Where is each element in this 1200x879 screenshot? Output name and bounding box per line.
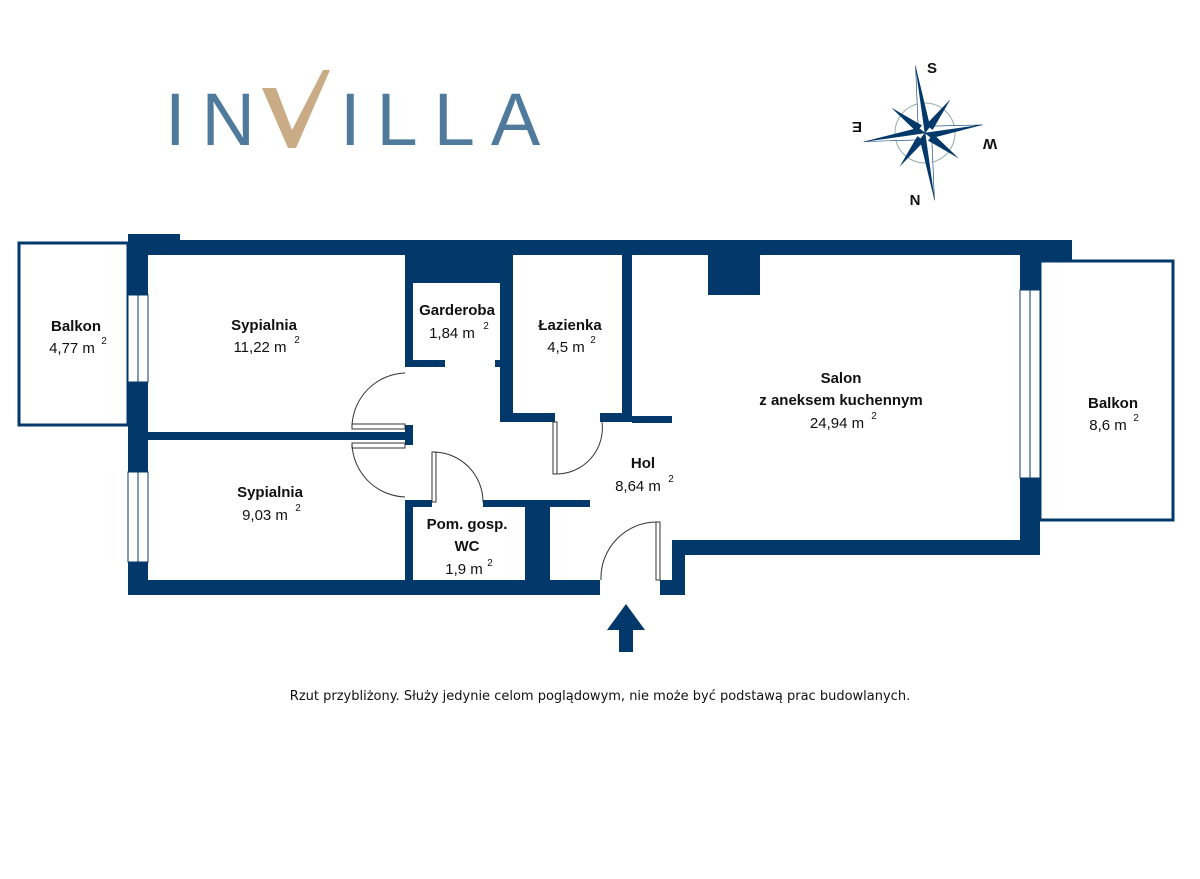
svg-text:Balkon: Balkon: [51, 318, 101, 335]
room-balkon-left: Balkon 4,77 m 2: [49, 318, 107, 357]
svg-text:1,9 m: 1,9 m: [445, 561, 483, 578]
room-garderoba: Garderoba 1,84 m 2: [419, 302, 496, 342]
svg-text:WC: WC: [455, 538, 480, 555]
svg-text:Pom. gosp.: Pom. gosp.: [427, 516, 508, 533]
svg-text:9,03 m: 9,03 m: [242, 507, 288, 524]
balcony-right: [1038, 259, 1175, 522]
svg-text:2: 2: [294, 335, 300, 346]
entrance-arrow-icon: [607, 604, 645, 652]
svg-text:2: 2: [483, 321, 489, 332]
compass-east-label: E: [852, 118, 862, 135]
compass-south-label: S: [927, 60, 937, 77]
svg-text:IN: IN: [165, 78, 271, 161]
svg-text:2: 2: [871, 411, 877, 422]
svg-text:8,64 m: 8,64 m: [615, 478, 661, 495]
room-sypialnia-1: Sypialnia 11,22 m 2: [231, 317, 300, 356]
svg-text:2: 2: [101, 336, 107, 347]
svg-text:2: 2: [590, 335, 596, 346]
room-sypialnia-2: Sypialnia 9,03 m 2: [237, 484, 304, 524]
svg-text:z aneksem kuchennym: z aneksem kuchennym: [759, 392, 922, 409]
svg-text:Hol: Hol: [631, 455, 655, 472]
doors: [351, 372, 661, 581]
compass-west-label: W: [982, 135, 997, 152]
svg-text:4,77 m: 4,77 m: [49, 340, 95, 357]
svg-text:Sypialnia: Sypialnia: [231, 317, 298, 334]
svg-text:2: 2: [295, 503, 301, 514]
svg-text:ILLA: ILLA: [340, 78, 556, 161]
room-wc: Pom. gosp. WC 1,9 m 2: [427, 516, 508, 578]
room-salon: Salon z aneksem kuchennym 24,94 m 2: [759, 370, 922, 432]
svg-text:Salon: Salon: [821, 370, 862, 387]
svg-text:2: 2: [668, 474, 674, 485]
svg-text:2: 2: [487, 558, 493, 569]
svg-text:Balkon: Balkon: [1088, 395, 1138, 412]
svg-text:1,84 m: 1,84 m: [429, 325, 475, 342]
windows: [127, 289, 1041, 563]
svg-text:Sypialnia: Sypialnia: [237, 484, 304, 501]
svg-text:Garderoba: Garderoba: [419, 302, 496, 319]
room-balkon-right: Balkon 8,6 m 2: [1088, 395, 1139, 434]
walls: [128, 234, 1072, 595]
room-hol: Hol 8,64 m 2: [615, 455, 674, 495]
svg-text:4,5 m: 4,5 m: [547, 339, 585, 356]
compass-north-label: N: [910, 192, 921, 209]
svg-text:8,6 m: 8,6 m: [1089, 417, 1127, 434]
room-lazienka: Łazienka 4,5 m 2: [538, 317, 602, 356]
svg-text:11,22 m: 11,22 m: [233, 339, 286, 356]
compass-rose-icon: [863, 65, 983, 201]
disclaimer-text: Rzut przybliżony. Służy jedynie celom po…: [289, 689, 911, 704]
svg-text:2: 2: [1133, 413, 1139, 424]
svg-text:Łazienka: Łazienka: [538, 317, 602, 334]
svg-text:24,94 m: 24,94 m: [810, 415, 864, 432]
invilla-logo: IN ILLA: [165, 70, 556, 161]
